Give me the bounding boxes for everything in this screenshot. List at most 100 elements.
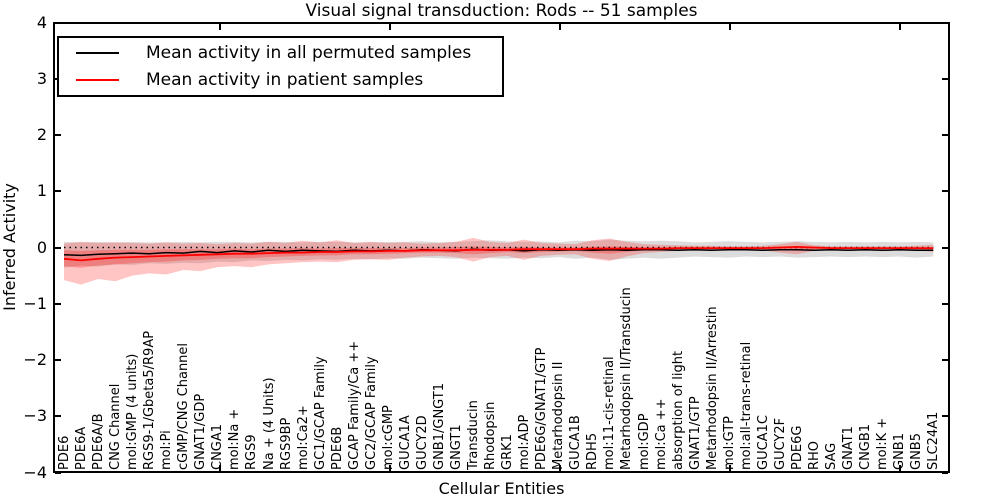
legend-item-patient: Mean activity in patient samples <box>59 67 502 94</box>
x-category-label: GNB5 <box>909 433 925 470</box>
y-axis-title: Inferred Activity <box>0 183 19 311</box>
y-tick-label: 0 <box>36 237 47 257</box>
x-tick-top <box>389 24 391 30</box>
y-tick-label: 1 <box>36 181 47 201</box>
x-category-label: SAG <box>824 442 840 470</box>
x-tick-bottom <box>559 465 561 471</box>
x-tick-top <box>559 24 561 30</box>
y-tick-right <box>942 246 948 249</box>
y-tick-right <box>942 471 948 474</box>
x-category-label: mol:Ca2+ <box>295 405 311 470</box>
y-tick-left <box>55 359 61 361</box>
chart-title: Visual signal transduction: Rods -- 51 s… <box>305 1 698 21</box>
x-category-label: mol:Pi <box>159 430 175 470</box>
x-category-label: RDH5 <box>585 432 601 470</box>
x-category-label: mol:GTP <box>721 416 737 470</box>
x-category-label: Na + (4 Units) <box>261 377 277 470</box>
y-tick-right <box>942 190 948 193</box>
x-category-label: CNGB1 <box>858 423 874 470</box>
x-category-label: mol:Na + <box>227 408 243 470</box>
x-category-label: PDE6A/B <box>91 413 107 470</box>
x-category-label: GNAT1 <box>841 426 857 470</box>
x-category-label: GUCY2D <box>414 415 430 470</box>
x-category-label: GUCY2F <box>772 417 788 470</box>
x-category-label: GNAT1/GDP <box>193 393 209 470</box>
x-category-label: GC1/GCAP Family <box>312 356 328 470</box>
x-category-label: Rhodopsin <box>483 401 499 470</box>
x-category-label: mol:Ca ++ <box>653 398 669 470</box>
x-category-label: SLC24A1 <box>926 411 942 470</box>
x-category-label: absorption of light <box>670 350 686 470</box>
x-category-label: GNGT1 <box>449 424 465 470</box>
patient-samples-range-outer-band <box>64 237 934 285</box>
x-category-label: RGS9 <box>244 434 260 470</box>
x-category-label: RGS9BP <box>278 417 294 470</box>
x-category-label: CNG Channel <box>108 383 124 470</box>
y-tick-right <box>942 21 948 24</box>
x-category-label: RGS9-1/Gbeta5/R9AP <box>142 330 158 470</box>
x-category-label: GUCA1A <box>397 415 413 470</box>
x-category-label: mol:11-cis-retinal <box>602 356 618 470</box>
legend: Mean activity in all permuted samples Me… <box>57 36 504 97</box>
y-tick-label: −2 <box>23 350 47 369</box>
y-tick-right <box>942 359 948 361</box>
x-category-label: PDE6 <box>57 435 72 470</box>
x-category-label: mol:K + <box>875 417 891 470</box>
y-tick-left <box>55 415 61 418</box>
y-tick-label: 3 <box>36 68 47 88</box>
legend-label: Mean activity in all permuted samples <box>146 43 472 64</box>
x-tick-bottom <box>389 465 391 471</box>
x-category-label: GCAP Family/Ca ++ <box>346 340 362 470</box>
y-tick-left <box>55 246 61 249</box>
y-tick-right <box>942 134 948 136</box>
x-tick-bottom <box>219 465 221 471</box>
x-category-label: CNGA1 <box>210 423 226 470</box>
y-tick-label: −4 <box>23 462 47 482</box>
y-tick-label: −3 <box>23 406 47 426</box>
x-category-label: GC2/GCAP Family <box>363 356 379 470</box>
x-category-label: GNB1/GNGT1 <box>431 383 447 470</box>
permuted-line-sample-icon <box>76 52 119 55</box>
x-category-label: mol:GDP <box>636 413 652 470</box>
y-tick-right <box>942 302 948 305</box>
y-tick-left <box>55 302 61 305</box>
x-tick-top <box>899 24 901 30</box>
y-tick-right <box>942 415 948 418</box>
y-tick-left <box>55 190 61 193</box>
legend-item-permuted: Mean activity in all permuted samples <box>59 40 502 67</box>
x-tick-bottom <box>729 465 731 471</box>
y-tick-right <box>942 77 948 80</box>
x-category-label: GUCA1B <box>568 415 584 470</box>
y-tick-left <box>55 21 61 24</box>
y-tick-label: 2 <box>36 125 47 144</box>
x-category-label: mol:cGMP <box>380 405 396 470</box>
x-category-label: mol:GMP (4 units) <box>125 353 141 470</box>
x-category-label: Transducin <box>466 400 482 470</box>
x-tick-top <box>729 24 731 30</box>
x-category-label: GUCA1C <box>755 415 771 470</box>
x-category-label: PDE6A <box>74 426 90 470</box>
x-tick-bottom <box>899 465 901 471</box>
x-category-label: PDE6G/GNAT1/GTP <box>534 347 550 470</box>
x-category-label: PDE6B <box>329 426 345 470</box>
x-category-label: Metarhodopsin II/Arrestin <box>704 306 720 470</box>
y-tick-left <box>55 471 61 474</box>
y-tick-left <box>55 134 61 136</box>
x-category-label: RHO <box>806 440 822 470</box>
x-category-label: GRK1 <box>500 434 516 470</box>
x-category-label: GNAT1/GTP <box>687 396 703 470</box>
x-axis-title: Cellular Entities <box>438 479 565 498</box>
x-category-label: mol:all-trans-retinal <box>738 341 754 470</box>
x-category-label: mol:ADP <box>517 414 533 470</box>
x-category-label: Metarhodopsin II/Transducin <box>619 287 635 470</box>
y-tick-label: 4 <box>36 12 47 32</box>
x-category-label: GNB1 <box>892 433 908 470</box>
patient-line-sample-icon <box>76 78 119 81</box>
x-category-label: cGMP/CNG Channel <box>176 342 192 470</box>
x-category-label: PDE6G <box>789 425 805 470</box>
patient-mean-line <box>63 245 934 262</box>
plot-canvas <box>63 237 934 285</box>
y-tick-label: −1 <box>23 293 47 313</box>
x-category-label: Metarhodopsin II <box>551 361 567 470</box>
